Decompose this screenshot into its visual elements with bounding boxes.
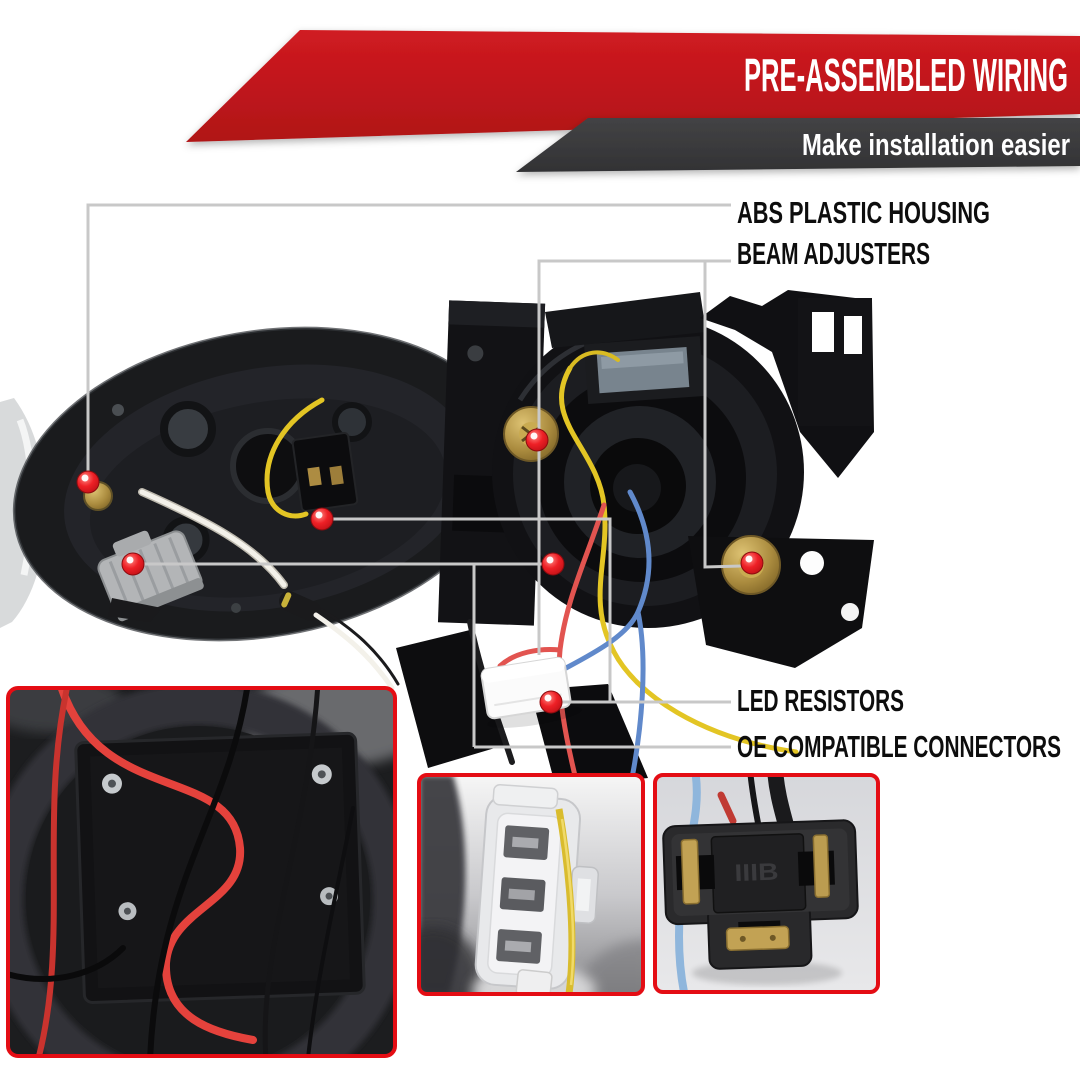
dark-ribbon	[516, 118, 1080, 172]
inset2-border	[417, 773, 645, 996]
bulb-socket-connector	[291, 431, 359, 513]
bullet-connector	[279, 591, 321, 621]
callout-dot	[541, 552, 565, 576]
callout-dot	[539, 690, 563, 714]
h4-connector-body: IIIB	[662, 819, 859, 970]
callout-dot	[740, 551, 764, 575]
header-banners: PRE-ASSEMBLED WIRING Make installation e…	[186, 30, 1080, 172]
callout-dot	[121, 552, 145, 576]
inset-photo-oe-connector	[417, 773, 645, 996]
banner-subtitle: Make installation easier	[802, 127, 1070, 162]
oe-connector-shell	[474, 783, 599, 990]
bracket-foot-center	[530, 684, 648, 788]
callout-line-led-junction	[322, 517, 612, 702]
callout-dots	[76, 428, 764, 714]
callout-dot	[525, 428, 549, 452]
inset-photo-h4-connector: IIIB	[653, 773, 880, 994]
inset3-border	[653, 773, 880, 994]
white-wire-tail	[313, 612, 395, 691]
banner-title: PRE-ASSEMBLED WIRING	[744, 49, 1068, 101]
headlight-photo	[0, 290, 874, 791]
label-oe-compatible-connectors: OE COMPATIBLE CONNECTORS	[737, 729, 1061, 764]
mounting-bracket-right	[688, 536, 874, 668]
inset1-wires	[8, 688, 355, 1056]
label-beam-adjusters: BEAM ADJUSTERS	[737, 236, 930, 271]
callout-dot	[76, 470, 100, 494]
blue-wire-tail	[627, 609, 646, 791]
black-wire-tail	[320, 608, 400, 686]
callout-labels: ABS PLASTIC HOUSING BEAM ADJUSTERS LED R…	[737, 195, 1061, 764]
callout-dot	[310, 507, 334, 531]
yellow-wire-main	[558, 365, 799, 755]
callout-lines	[86, 203, 742, 749]
red-ribbon	[186, 30, 1080, 142]
inset1-border	[6, 686, 397, 1058]
inset-photo-cap-wiring	[6, 686, 397, 1058]
label-led-resistors: LED RESISTORS	[737, 683, 904, 718]
callout-line-beam-right	[703, 261, 742, 569]
yellow-wire-top	[568, 350, 620, 370]
mounting-bracket-top	[545, 290, 874, 478]
callout-line-abs	[86, 203, 731, 482]
oe-connector-slots	[496, 825, 550, 964]
yellow-wire-left	[264, 397, 325, 519]
callout-line-beam	[537, 259, 731, 560]
red-wire-resistor	[497, 647, 563, 669]
connector-boot	[108, 598, 162, 622]
h4-molded-marking: IIIB	[734, 859, 779, 888]
label-abs-plastic-housing: ABS PLASTIC HOUSING	[737, 195, 990, 230]
